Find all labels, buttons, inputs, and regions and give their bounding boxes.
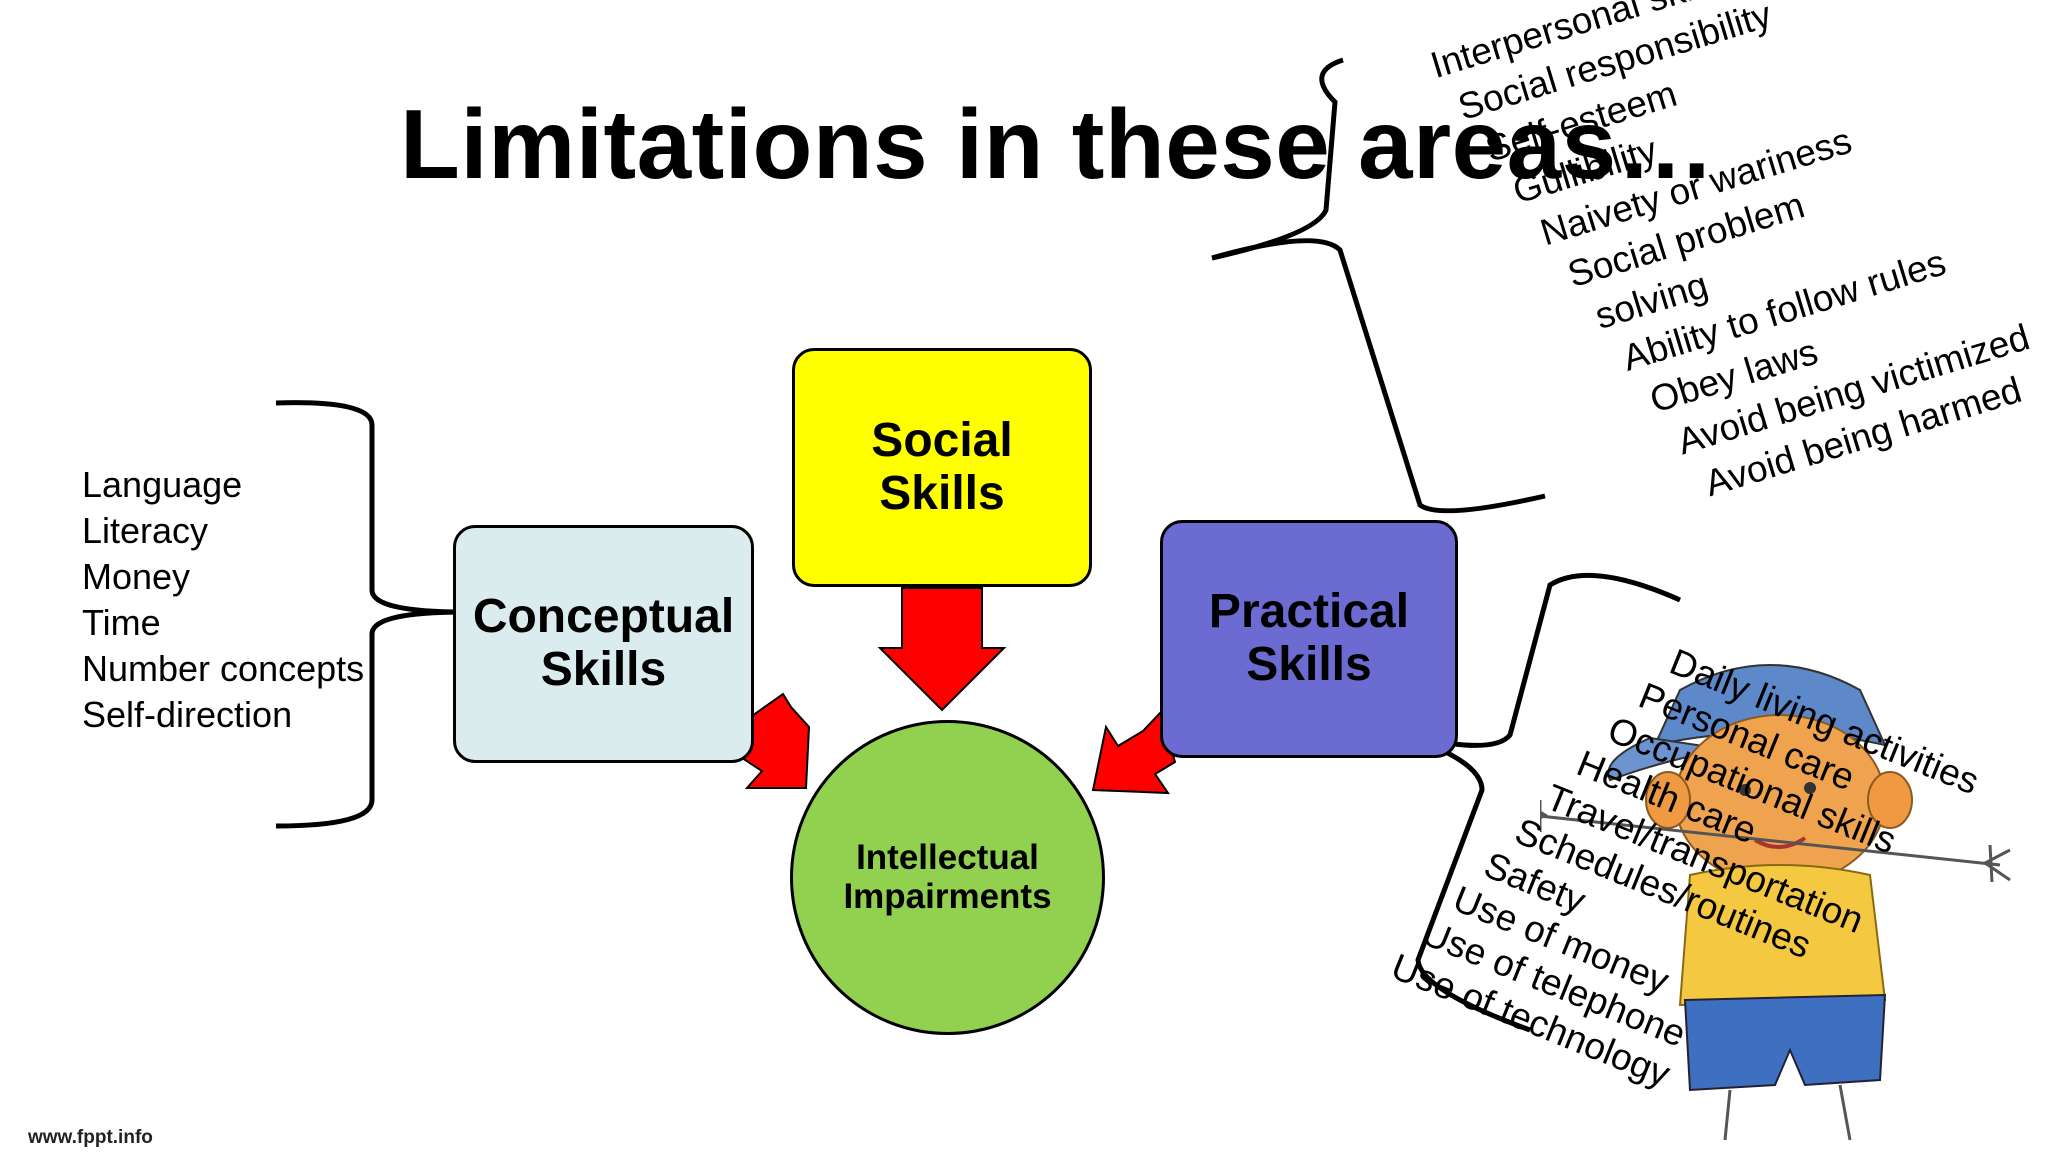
list-item: Time [82,602,161,643]
conceptual-label-line1: Conceptual [472,590,735,644]
footer-url: www.fppt.info [28,1127,153,1148]
cartoon-boy-illustration [1540,664,2011,1141]
list-item: Money [82,556,191,597]
conceptual-skills-list: Language Literacy Money Time Number conc… [82,462,364,738]
list-item: Number concepts [82,648,365,689]
list-item: Self-direction [82,694,293,735]
social-label-line2: Skills [879,466,1005,520]
slide-title: Limitations in these areas… [400,89,1716,199]
social-label-line1: Social [871,413,1013,467]
practical-label-line1: Practical [1208,585,1410,639]
conceptual-label-line2: Skills [540,643,667,696]
social-skills-box: Social Skills [792,348,1092,587]
social-brace [1211,57,1546,514]
conceptual-skills-box: Conceptual Skills [453,525,754,763]
intellectual-impairments-circle: Intellectual Impairments [790,720,1105,1035]
center-label-line1: Intellectual [856,838,1039,877]
practical-label-line2: Skills [1246,638,1372,691]
list-item: Literacy [82,510,209,551]
list-item: Language [82,464,243,505]
conceptual-arrow [734,692,811,789]
center-label-line2: Impairments [843,876,1052,916]
social-arrow [877,587,1007,712]
practical-arrow [1091,710,1177,795]
practical-skills-box: Practical Skills [1160,520,1458,758]
